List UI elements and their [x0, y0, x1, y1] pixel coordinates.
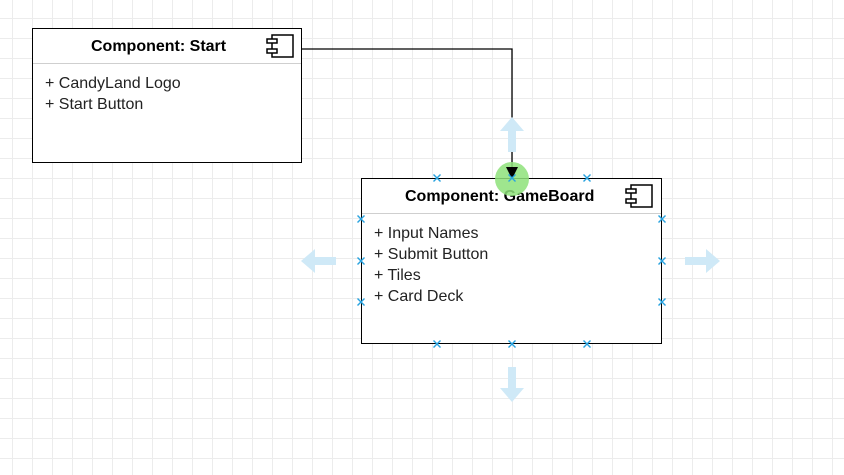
attribute-item: + Input Names — [374, 225, 479, 242]
attribute-list: + Input Names + Submit Button + Tiles + … — [374, 223, 488, 307]
left-arrow-icon[interactable] — [301, 249, 336, 273]
attribute-item: + Start Button — [45, 96, 144, 113]
component-title: Component: GameBoard — [405, 188, 595, 205]
attribute-item: + Card Deck — [374, 288, 464, 305]
up-arrow-icon[interactable] — [500, 117, 524, 152]
component-header: Component: GameBoard — [362, 179, 661, 214]
right-arrow-icon[interactable] — [685, 249, 720, 273]
component-title: Component: Start — [91, 38, 227, 55]
component-header: Component: Start — [33, 29, 301, 64]
attribute-item: + Tiles — [374, 267, 421, 284]
uml-component-icon — [266, 34, 294, 58]
attribute-list: + CandyLand Logo + Start Button — [45, 73, 181, 115]
component-start[interactable]: Component: Start + CandyLand Logo + Star… — [32, 28, 302, 163]
uml-component-icon — [625, 184, 653, 208]
down-arrow-icon[interactable] — [500, 367, 524, 402]
attribute-item: + Submit Button — [374, 246, 489, 263]
attribute-item: + CandyLand Logo — [45, 75, 181, 92]
component-gameboard[interactable]: Component: GameBoard + Input Names + Sub… — [361, 178, 662, 344]
connector-edge[interactable] — [302, 48, 513, 172]
